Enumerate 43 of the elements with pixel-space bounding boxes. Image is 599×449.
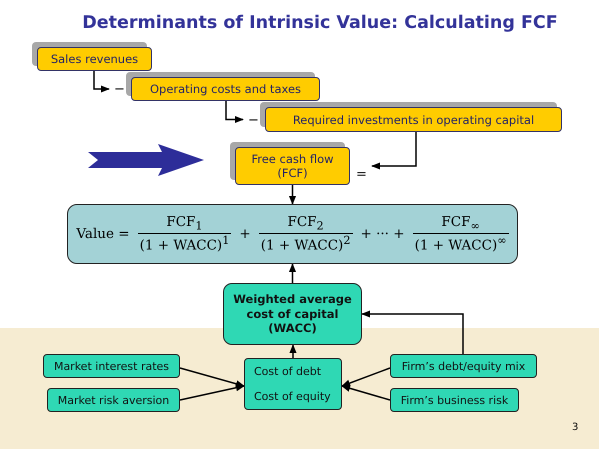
factor-box (390, 388, 519, 412)
arrow (341, 384, 390, 401)
factor-label: Cost of debt (254, 365, 322, 378)
box-label: Free cash flow (FCF) (250, 152, 335, 180)
factor-box (390, 354, 537, 378)
numerator: FCF$_{1}$ (166, 214, 203, 234)
box-label: Weighted average cost of capital (WACC) (232, 292, 353, 336)
denominator: (1 + WACC)$^{1}$ (138, 233, 232, 254)
arrow (371, 132, 417, 170)
title: Determinants of Intrinsic Value: Calculating FCF (81, 13, 559, 33)
box-label: Market risk aversion (58, 394, 170, 406)
arrow (93, 71, 110, 93)
arrow (341, 367, 390, 387)
formula-term: Value = (76, 226, 130, 242)
formula-term: + ··· + (360, 226, 405, 242)
denominator: (1 + WACC)$^{∞}$ (412, 233, 509, 254)
numerator: FCF$_{2}$ (287, 214, 324, 234)
box-label: Firm’s business risk (400, 394, 508, 406)
wacc-box (223, 283, 362, 345)
arrow (180, 367, 245, 388)
box-label: Market interest rates (54, 360, 170, 372)
factor-label: Cost of equity (254, 390, 331, 403)
factor-box (43, 354, 180, 378)
arrow (225, 101, 244, 124)
box-label: Operating costs and taxes (150, 82, 302, 96)
arrow (288, 263, 296, 283)
box-label: Sales revenues (50, 52, 138, 66)
box-label: Firm’s debt/equity mix (402, 360, 526, 372)
arrow (180, 384, 245, 401)
arrow (361, 310, 464, 354)
formula-term: + (239, 226, 251, 242)
operator-sign: − (248, 112, 259, 128)
formula-box (67, 204, 518, 264)
arrow (288, 185, 296, 205)
box-label: Required investments in operating capital (292, 112, 534, 126)
factor-box (244, 358, 342, 410)
page-number: 3 (572, 422, 578, 433)
operator-sign: − (114, 82, 125, 97)
operator-sign: = (356, 167, 367, 182)
denominator: (1 + WACC)$^{2}$ (258, 233, 352, 254)
factor-box (47, 388, 180, 412)
numerator: FCF$_{∞}$ (441, 214, 480, 234)
arrow (289, 344, 297, 358)
